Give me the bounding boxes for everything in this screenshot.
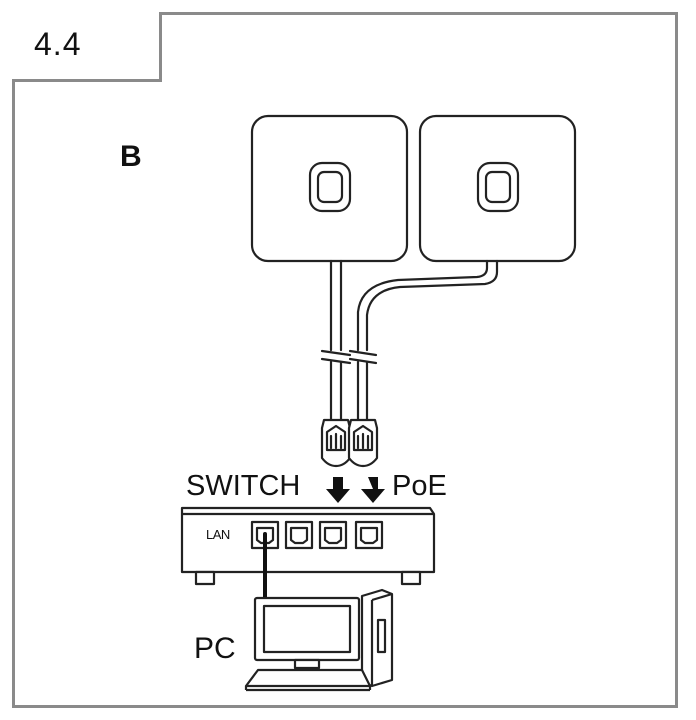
ethernet-port-icon: [284, 520, 314, 550]
step-number: 4.4: [34, 26, 82, 62]
ethernet-cable: [348, 259, 499, 422]
figure-frame: [12, 12, 678, 708]
step-label-box: [12, 12, 162, 82]
network-switch-icon: [180, 506, 436, 586]
ethernet-plug-icon: [347, 418, 379, 468]
down-arrow-icon: [326, 477, 350, 503]
ethernet-port-icon: [354, 520, 384, 550]
ethernet-cable: [320, 259, 352, 422]
desktop-pc-icon: [244, 588, 394, 692]
variant-letter: B: [120, 140, 142, 173]
ethernet-port-icon: [318, 520, 348, 550]
pc-label: PC: [194, 632, 236, 665]
poe-label: PoE: [392, 470, 447, 502]
switch-label: SWITCH: [186, 470, 301, 502]
down-arrow-icon: [361, 477, 385, 503]
ethernet-plug-icon: [320, 418, 352, 468]
access-point-icon: [250, 114, 409, 263]
access-point-icon: [418, 114, 577, 263]
lan-port-label: LAN: [206, 527, 230, 542]
